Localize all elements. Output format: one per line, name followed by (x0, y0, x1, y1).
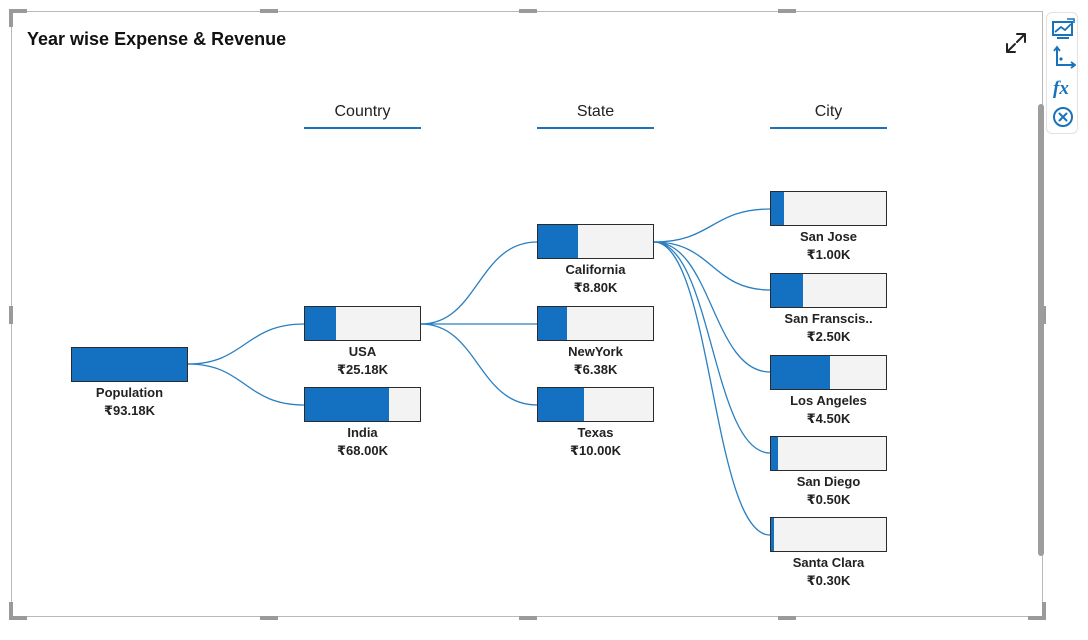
node-value: ₹93.18K (104, 403, 155, 418)
node-bar[interactable] (537, 224, 654, 259)
resize-handle-top[interactable] (260, 9, 278, 13)
tree-node-san-francisco[interactable]: San Franscis.. ₹2.50K (770, 273, 887, 345)
node-bar[interactable] (770, 517, 887, 552)
node-fill (305, 307, 337, 340)
node-name: USA (348, 344, 377, 359)
node-name: California (565, 262, 626, 277)
node-bar[interactable] (770, 273, 887, 308)
link-usa-texas (420, 323, 538, 406)
node-bar[interactable] (304, 387, 421, 422)
fx-label: fx (1053, 78, 1069, 99)
resize-corner-br[interactable] (1028, 616, 1046, 620)
node-fill (771, 356, 830, 389)
tree-node-san-diego[interactable]: San Diego ₹0.50K (770, 436, 887, 508)
tree-node-india[interactable]: India ₹68.00K (304, 387, 421, 459)
link-california-sanfrancisco (653, 241, 771, 291)
node-bar[interactable] (770, 436, 887, 471)
level-header-state: State (537, 103, 654, 129)
resize-corner-bl[interactable] (9, 616, 27, 620)
resize-handle-top-center[interactable] (519, 9, 537, 13)
link-california-sandiego (653, 241, 771, 454)
node-fill (538, 225, 579, 258)
tree-node-santa-clara[interactable]: Santa Clara ₹0.30K (770, 517, 887, 589)
tree-node-newyork[interactable]: NewYork ₹6.38K (537, 306, 654, 378)
node-value: ₹0.50K (806, 492, 851, 507)
fx-icon[interactable]: fx (1050, 74, 1076, 100)
node-fill (72, 348, 187, 381)
chart-widget (11, 11, 1043, 617)
chart-title: Year wise Expense & Revenue (27, 29, 287, 49)
node-fill (305, 388, 389, 421)
tree-node-los-angeles[interactable]: Los Angeles ₹4.50K (770, 355, 887, 427)
node-value: ₹0.30K (806, 573, 851, 588)
resize-handle-bottom[interactable] (260, 616, 278, 620)
node-name: Los Angeles (790, 393, 867, 408)
resize-handle-right[interactable] (1042, 306, 1046, 324)
node-bar[interactable] (770, 355, 887, 390)
node-value: ₹68.00K (337, 443, 388, 458)
node-bar[interactable] (537, 387, 654, 422)
chart-toolbar: fx (1046, 12, 1078, 134)
link-population-india (187, 363, 305, 406)
link-california-sanjose (653, 208, 771, 243)
node-value: ₹2.50K (806, 329, 851, 344)
node-fill (771, 518, 775, 551)
resize-corner-bl-v[interactable] (9, 602, 13, 620)
resize-handle-top-right[interactable] (778, 9, 796, 13)
node-value: ₹4.50K (806, 411, 851, 426)
node-name: Texas (577, 425, 614, 440)
tree-node-population[interactable]: Population ₹93.18K (71, 347, 188, 419)
resize-handle-bottom-right[interactable] (778, 616, 796, 620)
node-fill (538, 388, 584, 421)
link-california-losangeles (653, 241, 771, 373)
resize-handle-left[interactable] (9, 306, 13, 324)
close-icon[interactable] (1050, 104, 1076, 130)
level-header-country: Country (304, 103, 421, 129)
node-bar[interactable] (71, 347, 188, 382)
node-value: ₹8.80K (573, 280, 618, 295)
node-name: San Jose (799, 229, 858, 244)
node-fill (771, 274, 804, 307)
node-fill (771, 192, 784, 225)
node-name: San Franscis.. (784, 311, 873, 326)
resize-corner-tl-v[interactable] (9, 9, 13, 27)
node-value: ₹6.38K (573, 362, 618, 377)
chart-type-icon[interactable] (1050, 16, 1076, 42)
tree-node-texas[interactable]: Texas ₹10.00K (537, 387, 654, 459)
link-population-usa (187, 323, 305, 365)
resize-corner-tl[interactable] (9, 9, 27, 13)
node-name: Population (95, 385, 164, 400)
link-usa-california (420, 241, 538, 325)
resize-corner-br-v[interactable] (1042, 602, 1046, 620)
tree-node-usa[interactable]: USA ₹25.18K (304, 306, 421, 378)
node-fill (538, 307, 567, 340)
axis-icon[interactable] (1050, 45, 1077, 71)
node-name: San Diego (796, 474, 861, 489)
expand-icon[interactable] (1003, 30, 1029, 56)
node-fill (771, 437, 778, 470)
node-name: India (347, 425, 378, 440)
resize-handle-bottom-center[interactable] (519, 616, 537, 620)
node-value: ₹25.18K (337, 362, 388, 377)
node-value: ₹10.00K (570, 443, 621, 458)
tree-node-san-jose[interactable]: San Jose ₹1.00K (770, 191, 887, 263)
node-bar[interactable] (304, 306, 421, 341)
node-name: NewYork (568, 344, 623, 359)
node-bar[interactable] (537, 306, 654, 341)
vertical-scrollbar[interactable] (1038, 104, 1044, 556)
link-california-santaclara (653, 241, 771, 536)
tree-node-california[interactable]: California ₹8.80K (537, 224, 654, 296)
level-header-city: City (770, 103, 887, 129)
node-name: Santa Clara (792, 555, 865, 570)
node-bar[interactable] (770, 191, 887, 226)
node-value: ₹1.00K (806, 247, 851, 262)
